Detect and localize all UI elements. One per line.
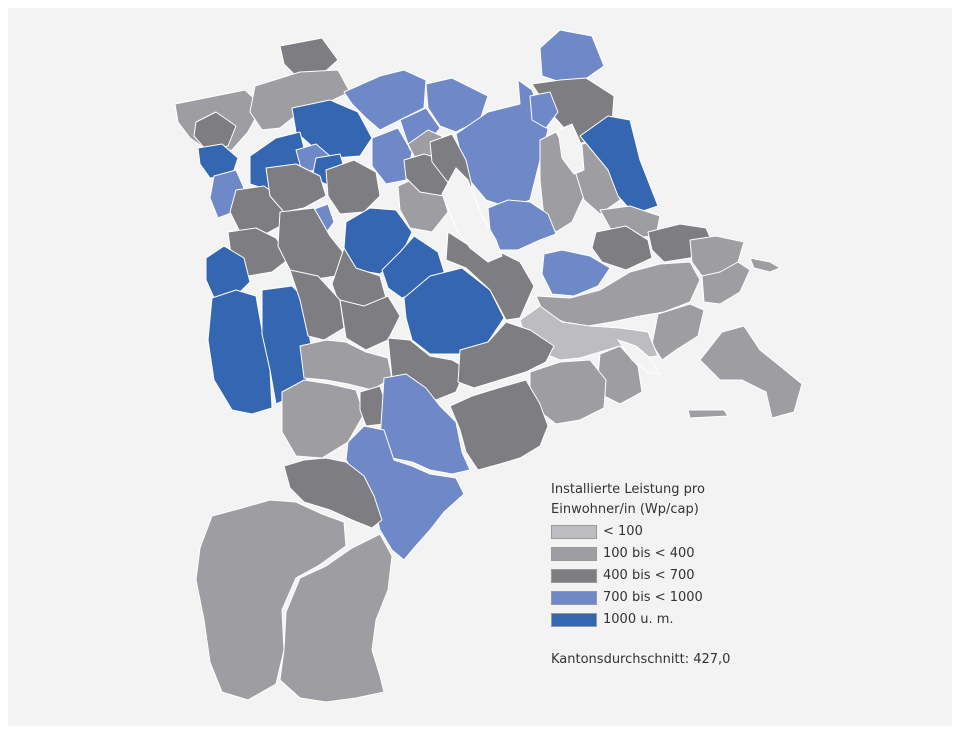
legend-item: 100 bis < 400: [551, 543, 771, 565]
legend-label: 700 bis < 1000: [603, 590, 703, 605]
legend-list: < 100 100 bis < 400 400 bis < 700 700 bi…: [551, 521, 771, 631]
region-ne-blue-lake: [579, 115, 659, 215]
region-w-blue-long-1: [207, 289, 273, 415]
legend-item: 1000 u. m.: [551, 609, 771, 631]
region-s-grey-large-2: [279, 533, 393, 703]
legend-swatch: [551, 569, 597, 583]
region-far-e-grey: [699, 325, 803, 419]
region-se-dark-large: [449, 379, 549, 471]
region-nw-dark-1: [193, 111, 237, 151]
region-far-e-grey-dot: [749, 257, 781, 273]
region-e-lightblue: [541, 249, 611, 297]
lake-east: [616, 339, 662, 375]
legend-label: 1000 u. m.: [603, 612, 674, 627]
region-ne-lightblue-top: [539, 29, 605, 83]
lake-northeast: [557, 123, 585, 175]
region-ne-lightblue-2: [529, 91, 559, 129]
region-far-e-grey-strip: [687, 409, 729, 419]
region-e-grey-4: [701, 261, 751, 305]
legend: Installierte Leistung pro Einwohner/in (…: [551, 480, 771, 669]
legend-item: 400 bis < 700: [551, 565, 771, 587]
region-s-dark-1: [283, 457, 383, 529]
region-north-blue-large: [291, 99, 373, 159]
lakes: [441, 123, 662, 375]
legend-swatch: [551, 525, 597, 539]
legend-title-line-2: Einwohner/in (Wp/cap): [551, 502, 699, 517]
region-s-grey-large-1: [195, 499, 347, 701]
region-e-dark-1: [591, 225, 653, 271]
region-w-grey-2: [281, 379, 365, 459]
legend-label: 400 bis < 700: [603, 568, 695, 583]
legend-label: 100 bis < 400: [603, 546, 695, 561]
legend-item: 700 bis < 1000: [551, 587, 771, 609]
region-c-dark-4: [339, 295, 401, 351]
lake-central: [441, 167, 503, 263]
legend-label: < 100: [603, 524, 643, 539]
region-w-dark-6: [289, 269, 345, 341]
municipalities: [174, 29, 803, 703]
region-w-dark-3: [325, 159, 381, 215]
region-w-dark-2: [265, 163, 327, 213]
region-c-dark-7: [457, 321, 555, 389]
region-w-dark-5: [277, 207, 347, 281]
legend-swatch: [551, 547, 597, 561]
legend-swatch: [551, 591, 597, 605]
legend-item: < 100: [551, 521, 771, 543]
legend-title-line-1: Installierte Leistung pro: [551, 482, 705, 497]
canton-average: Kantonsdurchschnitt: 427,0: [551, 652, 731, 667]
region-w-blue-1: [205, 245, 251, 299]
legend-swatch: [551, 613, 597, 627]
region-w-dark-1: [229, 185, 285, 237]
region-n-lightblue-2: [371, 127, 413, 185]
